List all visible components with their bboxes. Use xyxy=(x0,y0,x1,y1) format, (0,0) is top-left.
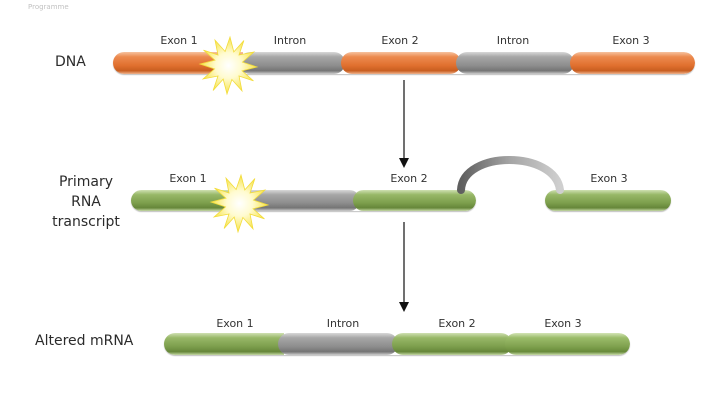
primary-exon1-segment xyxy=(131,190,241,211)
row-label-dna: DNA xyxy=(55,54,86,70)
row-label-line: transcript xyxy=(52,214,120,230)
dna-exon2-segment xyxy=(341,52,461,74)
dna-strand xyxy=(113,52,695,74)
altered-exon1-segment xyxy=(164,333,284,355)
altered-exon2-segment xyxy=(392,333,512,355)
altered-label-exon1: Exon 1 xyxy=(216,317,254,330)
dna-label-exon2: Exon 2 xyxy=(381,34,419,47)
mutation-star-icon xyxy=(198,35,259,96)
primary-exon2-segment xyxy=(353,190,476,211)
altered-intron-segment xyxy=(278,333,398,355)
primary-rna-strand-right xyxy=(545,190,671,211)
altered-label-intron: Intron xyxy=(326,317,360,330)
altered-exon3-segment xyxy=(505,333,630,355)
arrow-dna-to-rna xyxy=(399,80,409,168)
intron-loop xyxy=(457,156,564,194)
dna-intron2-segment xyxy=(456,52,574,74)
logo-line: Programme xyxy=(28,3,69,11)
row-label-primary-rna-transcript: Primary RNA transcript xyxy=(40,172,132,232)
dna-exon1-segment xyxy=(113,52,243,74)
logo-text: Programme xyxy=(28,3,69,11)
altered-label-exon3: Exon 3 xyxy=(544,317,582,330)
primary-label-exon3: Exon 3 xyxy=(590,172,628,185)
dna-label-exon3: Exon 3 xyxy=(612,34,650,47)
primary-label-exon2: Exon 2 xyxy=(390,172,428,185)
primary-label-exon1: Exon 1 xyxy=(169,172,207,185)
altered-mrna-strand xyxy=(164,333,630,355)
row-label-line: RNA xyxy=(71,194,101,210)
dna-intron1-segment xyxy=(239,52,345,74)
row-label-line: Primary xyxy=(58,174,114,190)
dna-label-exon1: Exon 1 xyxy=(160,34,198,47)
arrow-rna-to-mrna xyxy=(399,222,409,312)
dna-exon3-segment xyxy=(570,52,695,74)
altered-label-exon2: Exon 2 xyxy=(438,317,476,330)
dna-label-intron1: Intron xyxy=(273,34,307,47)
row-label-altered-mrna: Altered mRNA xyxy=(35,333,134,349)
mutation-star-icon xyxy=(209,173,270,234)
primary-exon3-segment xyxy=(545,190,671,211)
dna-label-intron2: Intron xyxy=(496,34,530,47)
